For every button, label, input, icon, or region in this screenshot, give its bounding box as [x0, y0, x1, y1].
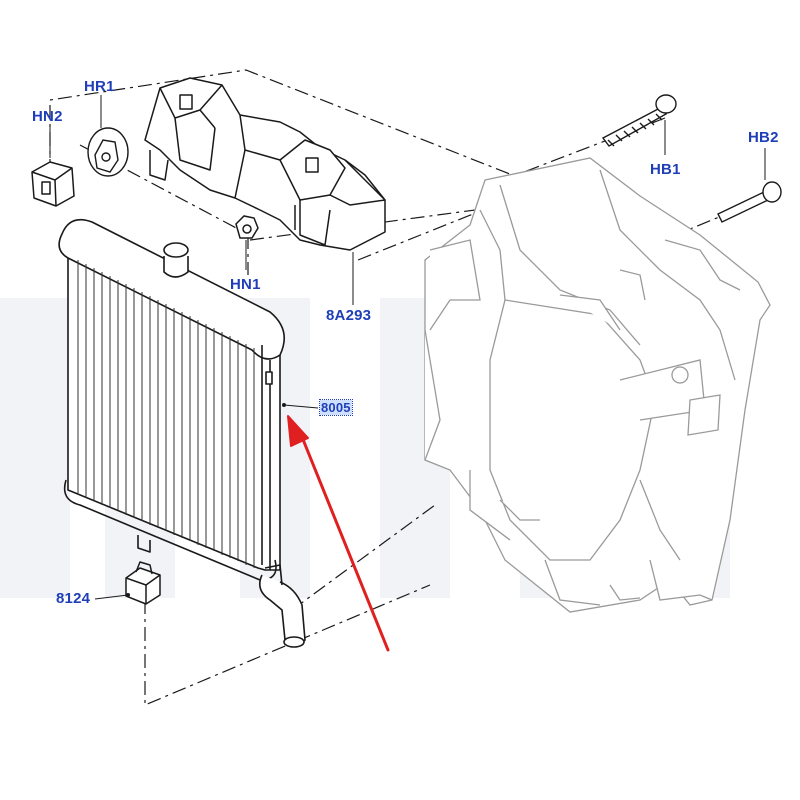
callout-hr1[interactable]: HR1	[84, 78, 115, 95]
fan-shroud	[424, 157, 771, 613]
hb1-long-bolt	[601, 94, 677, 147]
hn1-nut	[235, 215, 259, 239]
callout-8a293[interactable]: 8A293	[326, 307, 372, 324]
callout-hn2[interactable]: HN2	[32, 108, 63, 125]
insulator-8124	[125, 561, 161, 605]
callout-8005[interactable]: 8005	[319, 399, 353, 416]
radiator	[58, 218, 306, 648]
callout-hb1[interactable]: HB1	[650, 161, 681, 178]
upper-mounting-bracket	[144, 77, 386, 251]
callout-8124[interactable]: 8124	[56, 590, 91, 607]
red-arrow-icon	[287, 415, 390, 652]
hr1-retainer	[87, 127, 129, 177]
hb2-bolt	[717, 181, 782, 223]
radiator-core-fins	[77, 260, 255, 568]
callout-hb2[interactable]: HB2	[748, 129, 779, 146]
callout-hn1[interactable]: HN1	[230, 276, 261, 293]
hn2-clip-nut	[31, 161, 75, 207]
callout-leader-lines	[49, 95, 766, 600]
